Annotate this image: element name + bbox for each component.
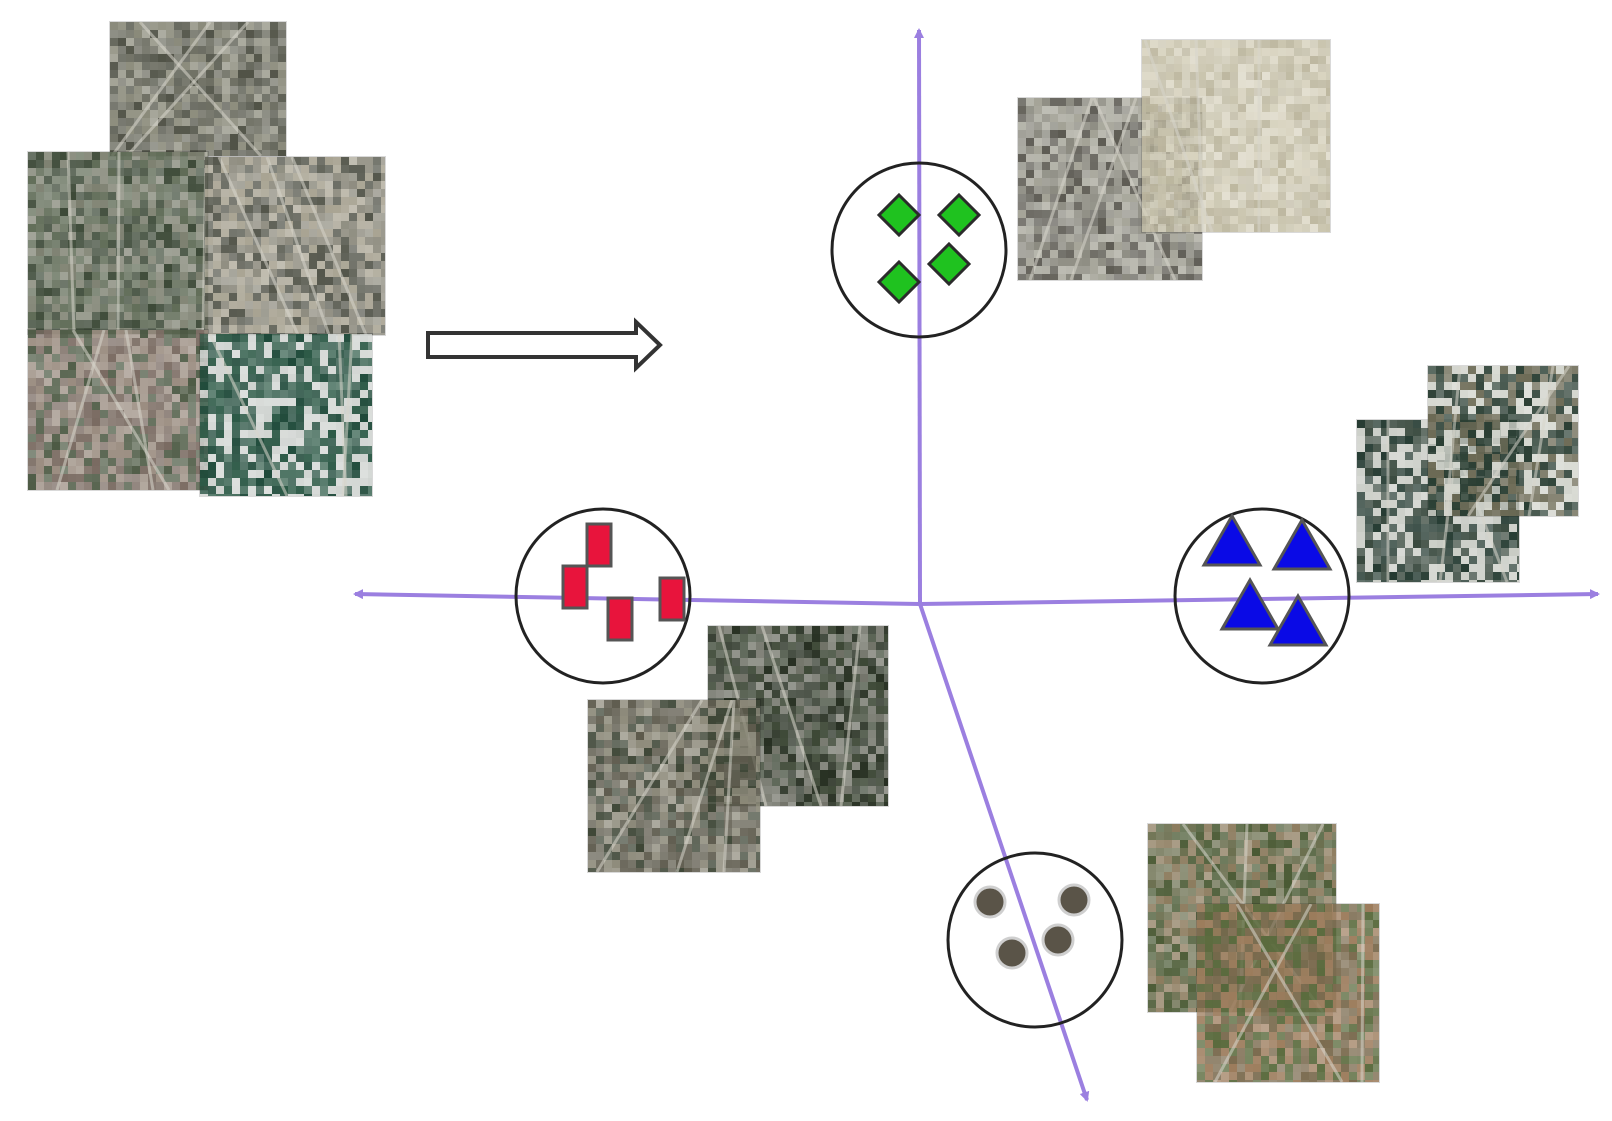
input-image-residential [28, 330, 208, 490]
cluster-residential [946, 851, 1124, 1029]
cluster-outline [830, 161, 1008, 339]
cluster-outline [1173, 507, 1351, 685]
cluster-outline [514, 507, 692, 685]
cluster-airplane [830, 161, 1008, 339]
input-image-harbor [200, 334, 372, 496]
axis-up [914, 28, 925, 605]
cluster-harbor [1173, 507, 1351, 685]
intersection-image-2 [588, 700, 760, 872]
blue-triangle-icon [1201, 512, 1333, 647]
red-rectangle-icon [561, 522, 686, 642]
axis-down [918, 603, 1090, 1102]
input-image-buildings [205, 157, 385, 335]
gray-circle-icon [973, 883, 1091, 970]
harbor-image-2 [1428, 366, 1578, 516]
input-image-airplane [110, 22, 286, 156]
cluster-intersection [514, 507, 692, 685]
green-diamond-icon [876, 192, 982, 305]
right-hollow-arrow-icon [426, 317, 663, 373]
residential-image-2 [1197, 904, 1379, 1082]
airplane-image-2 [1142, 40, 1330, 232]
input-image-intersection [28, 152, 208, 334]
axis-left [353, 589, 921, 606]
cluster-outline [946, 851, 1124, 1029]
